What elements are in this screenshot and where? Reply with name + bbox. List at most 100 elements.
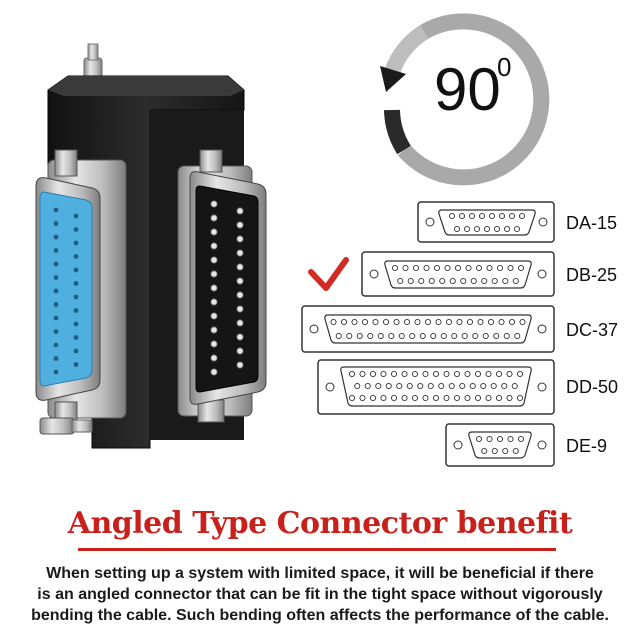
pin-dot	[485, 394, 492, 402]
pin-dot	[498, 318, 505, 326]
pin-dot	[516, 394, 524, 402]
pin-dot	[419, 332, 426, 340]
pin-dot	[401, 394, 408, 402]
pin-dot	[53, 342, 59, 348]
pin-dot	[453, 225, 461, 233]
pin-dot	[423, 264, 430, 272]
pin-dot	[453, 370, 461, 378]
pin-dot	[503, 225, 511, 233]
connector-label: DB-25	[566, 265, 617, 285]
pin-dot	[519, 318, 526, 326]
pin-dot	[53, 221, 59, 226]
pin-dot	[491, 447, 498, 455]
pin-dot	[385, 382, 392, 390]
pin-dot	[210, 200, 218, 208]
pin-dot	[382, 318, 390, 326]
pin-dot	[210, 354, 218, 362]
pin-dot	[407, 277, 414, 285]
pin-dot	[210, 270, 218, 278]
pin-dot	[210, 312, 218, 320]
pin-dot	[517, 435, 525, 443]
pin-dot	[236, 347, 244, 355]
pin-dot	[473, 225, 481, 233]
pin-dot	[498, 212, 506, 220]
pin-dot	[428, 277, 435, 285]
pin-dot	[513, 225, 521, 233]
pin-dot	[422, 394, 429, 402]
benefit-description: When setting up a system with limited sp…	[0, 563, 640, 626]
pin-dot	[236, 263, 244, 271]
pin-dot	[236, 221, 244, 229]
pin-dot	[73, 240, 79, 246]
pin-dot	[53, 248, 59, 253]
pin-dot	[402, 264, 409, 272]
pin-dot	[356, 332, 363, 340]
pin-dot	[210, 214, 218, 222]
connector-label: DC-37	[566, 320, 618, 340]
pin-dot	[390, 394, 398, 402]
pin-dot	[486, 264, 493, 272]
pin-dot	[486, 435, 493, 443]
pin-dot	[388, 332, 395, 340]
pin-dot	[482, 332, 489, 340]
pin-dot	[464, 370, 471, 378]
pin-dot	[481, 277, 488, 285]
pin-dot	[445, 318, 453, 326]
pin-dot	[474, 370, 482, 378]
pin-dot	[53, 302, 59, 307]
pin-dot	[210, 284, 218, 292]
pin-dot	[458, 212, 466, 220]
pin-dot	[516, 370, 524, 378]
top-screw	[83, 43, 103, 79]
pin-dot	[424, 318, 432, 326]
pin-dot	[361, 318, 369, 326]
pin-dot	[490, 382, 497, 390]
pin-dot	[506, 394, 513, 402]
pin-dot	[512, 447, 519, 455]
pin-dot	[435, 318, 442, 326]
pin-dot	[501, 382, 508, 390]
pin-dot	[496, 435, 504, 443]
connector-type-list: DA-15 DB-25 DC-37 DD-50	[301, 201, 618, 467]
pin-dot	[73, 213, 79, 219]
pin-dot	[335, 332, 342, 340]
pin-dot	[73, 308, 79, 313]
pin-dot	[454, 264, 462, 272]
pin-dot	[507, 264, 514, 272]
pin-dot	[236, 333, 244, 341]
pin-dot	[236, 249, 244, 257]
pin-dot	[444, 264, 451, 272]
pin-dot	[210, 242, 218, 250]
connector-row-db25: DB-25	[308, 251, 617, 297]
pin-dot	[512, 277, 519, 285]
connector-row-dd50: DD-50	[317, 359, 618, 415]
pin-dot	[483, 225, 491, 233]
pin-dot	[459, 382, 466, 390]
bottom-screw	[39, 417, 93, 435]
pin-dot	[475, 435, 483, 443]
pin-dot	[367, 332, 374, 340]
pin-dot	[53, 275, 59, 280]
pin-dot	[236, 319, 244, 327]
pin-dot	[348, 370, 356, 378]
pin-dot	[380, 370, 387, 378]
pin-dot	[53, 207, 59, 213]
pin-dot	[495, 370, 503, 378]
pin-dot	[236, 305, 244, 313]
pin-dot	[73, 254, 79, 259]
pin-dot	[330, 318, 337, 326]
degree-symbol: 0	[497, 52, 511, 82]
pin-dot	[210, 298, 218, 306]
pin-dot	[465, 264, 472, 272]
pin-dot	[412, 264, 420, 272]
pin-dot	[210, 228, 218, 236]
pin-dot	[340, 318, 348, 326]
pin-dot	[433, 264, 441, 272]
pin-dot	[422, 370, 429, 378]
angle-value: 90	[434, 56, 501, 123]
pin-dot	[438, 382, 445, 390]
pin-dot	[487, 318, 495, 326]
pin-dot	[448, 212, 456, 220]
pin-dot	[359, 370, 366, 378]
